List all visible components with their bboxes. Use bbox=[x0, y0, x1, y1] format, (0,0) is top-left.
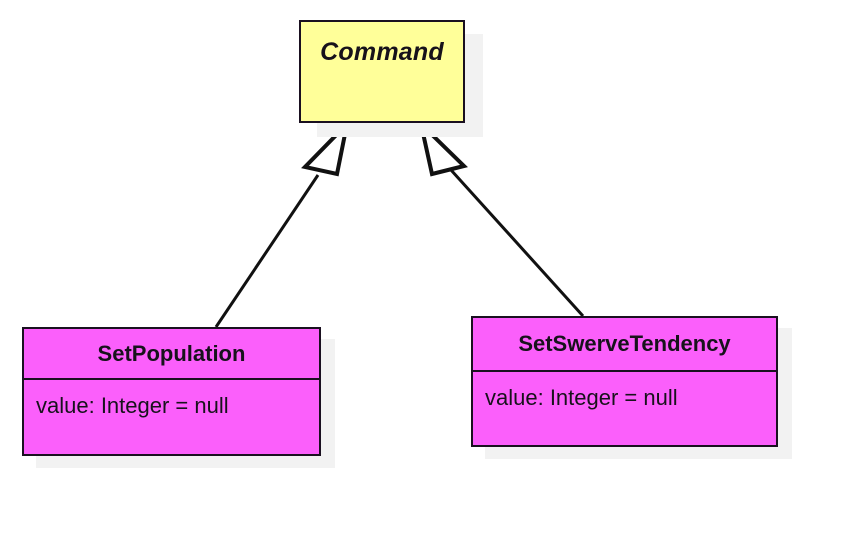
uml-class-setpopulation[interactable]: SetPopulation value: Integer = null bbox=[22, 327, 321, 456]
generalization-line-right bbox=[449, 168, 585, 318]
hollow-triangle-arrowhead-right bbox=[417, 117, 468, 177]
generalization-setswervetendency-to-command bbox=[417, 117, 585, 318]
class-attribute-value: value: Integer = null bbox=[485, 385, 678, 410]
class-name-setpopulation: SetPopulation bbox=[97, 341, 246, 366]
class-attributes-setpopulation: value: Integer = null bbox=[24, 378, 319, 454]
class-attributes-setswervetendency: value: Integer = null bbox=[473, 370, 776, 445]
uml-class-command[interactable]: Command bbox=[299, 20, 465, 123]
class-name-command: Command bbox=[320, 38, 444, 66]
class-name-setswervetendency: SetSwerveTendency bbox=[518, 331, 731, 356]
uml-class-setswervetendency[interactable]: SetSwerveTendency value: Integer = null bbox=[471, 316, 778, 447]
class-attribute-value: value: Integer = null bbox=[36, 393, 229, 418]
hollow-triangle-arrowhead-left bbox=[301, 117, 351, 177]
generalization-setpopulation-to-command bbox=[214, 117, 351, 328]
generalization-line-left bbox=[214, 174, 320, 328]
